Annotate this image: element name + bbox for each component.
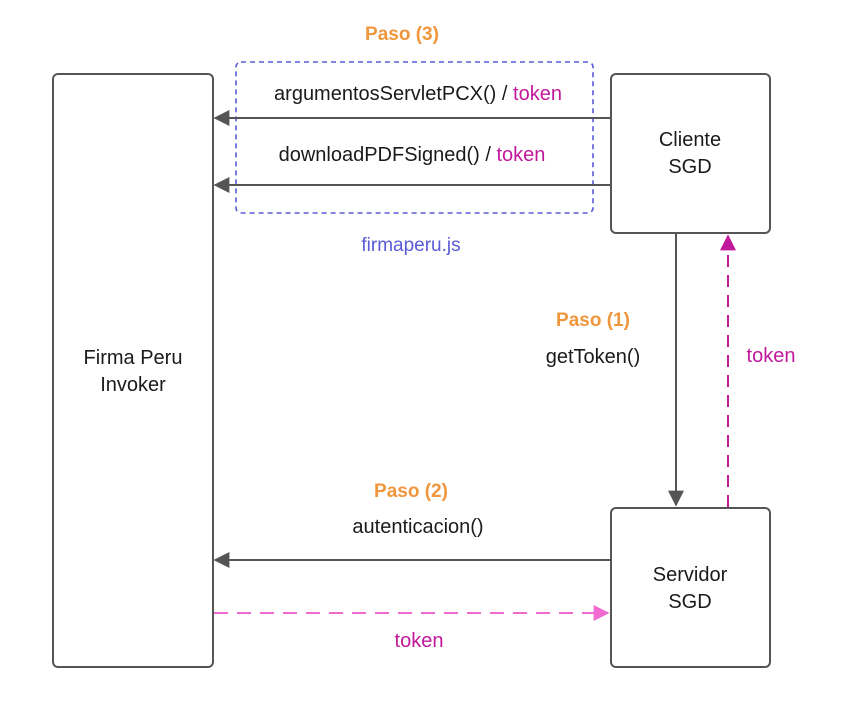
node-servidor-sgd: Servidor SGD (610, 507, 771, 668)
node-firma-peru-invoker: Firma Peru Invoker (52, 73, 214, 668)
edge-download-call: downloadPDFSigned() / (279, 144, 497, 166)
firma-peru-invoker-label-line2: Invoker (100, 374, 166, 396)
edge-argumentos-call: argumentosServletPCX() / (274, 83, 513, 105)
group-firmaperu-js: Paso (3) firmaperu.js (235, 24, 594, 256)
servidor-sgd-label-line1: Servidor (653, 564, 728, 586)
edge-argumentos-token: token (513, 83, 562, 105)
group-firmaperu-js-label: firmaperu.js (361, 235, 460, 256)
cliente-sgd-label-line1: Cliente (659, 129, 721, 151)
edge-autenticacion: Paso (2) autenticacion() (213, 481, 611, 568)
edge-autenticacion-label: autenticacion() (352, 516, 483, 538)
edge-download-label: downloadPDFSigned() / token (279, 144, 546, 166)
servidor-sgd-label-line2: SGD (668, 591, 711, 613)
edge-token-to-servidor: token (214, 605, 610, 652)
cliente-sgd-label-line2: SGD (668, 156, 711, 178)
step-1-label: Paso (1) (556, 310, 630, 331)
edge-download-token: token (496, 144, 545, 166)
edge-get-token: Paso (1) getToken() (546, 234, 684, 507)
edge-get-token-label: getToken() (546, 346, 641, 368)
step-3-label: Paso (3) (365, 24, 439, 45)
edge-argumentos: argumentosServletPCX() / token (213, 83, 611, 126)
firma-peru-invoker-label-line1: Firma Peru (84, 347, 183, 369)
edge-token-to-cliente: token (720, 234, 796, 507)
edge-token-to-servidor-label: token (395, 630, 444, 652)
step-2-label: Paso (2) (374, 481, 448, 502)
edge-token-to-cliente-label: token (747, 345, 796, 367)
node-cliente-sgd: Cliente SGD (610, 73, 771, 234)
edge-download: downloadPDFSigned() / token (213, 144, 611, 193)
edge-argumentos-label: argumentosServletPCX() / token (274, 83, 562, 105)
